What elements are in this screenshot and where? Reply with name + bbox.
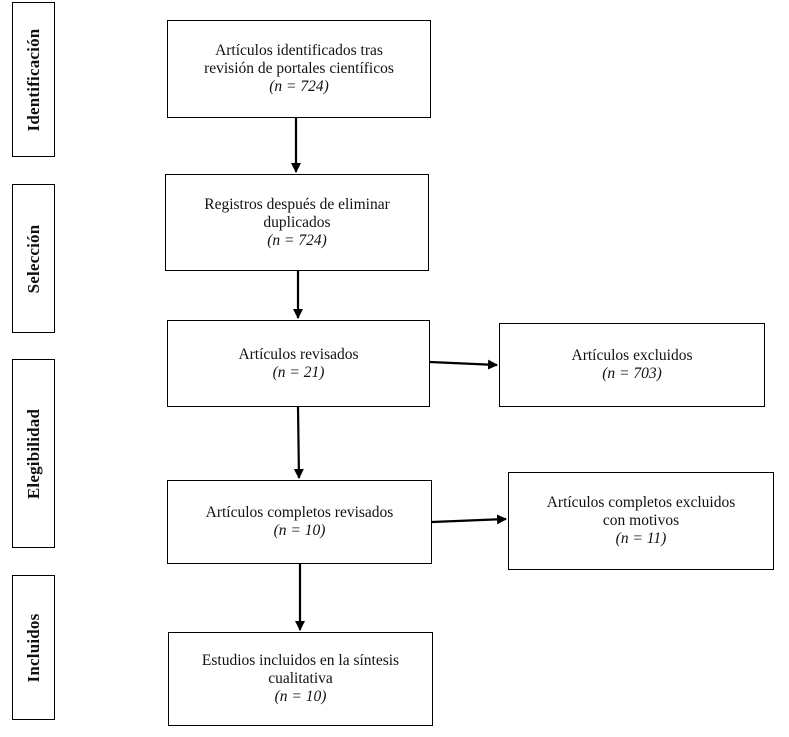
box-identified: Artículos identificados tras revisión de… bbox=[167, 20, 431, 118]
stage-identification: Identificación bbox=[12, 2, 55, 157]
box-full-reviewed-count: (n = 10) bbox=[273, 522, 326, 539]
box-full-reviewed-line1: Artículos completos revisados bbox=[205, 504, 394, 521]
box-reviewed-count: (n = 21) bbox=[272, 363, 325, 381]
box-included: Estudios incluidos en la síntesis cualit… bbox=[168, 632, 433, 726]
box-full-excluded-line1: Artículos completos excluidos bbox=[546, 494, 736, 511]
stage-eligibility: Elegibilidad bbox=[12, 359, 55, 548]
box-after-duplicates-line1: Registros después de eliminar bbox=[204, 195, 390, 213]
box-reviewed-line1: Artículos revisados bbox=[238, 345, 359, 363]
stage-included-label: Incluidos bbox=[23, 613, 43, 682]
stage-identification-label: Identificación bbox=[23, 28, 43, 131]
stage-selection-label: Selección bbox=[23, 224, 43, 293]
stage-eligibility-label: Elegibilidad bbox=[23, 408, 43, 499]
box-full-excluded-line2: con motivos bbox=[602, 512, 680, 529]
stage-selection: Selección bbox=[12, 184, 55, 333]
stage-included: Incluidos bbox=[12, 575, 55, 720]
box-included-count: (n = 10) bbox=[274, 688, 327, 705]
arrow-reviewed-to-excluded bbox=[429, 359, 498, 370]
box-full-excluded-count: (n = 11) bbox=[615, 530, 667, 547]
box-identified-count: (n = 724) bbox=[269, 78, 329, 95]
box-identified-line1: Artículos identificados tras bbox=[215, 42, 383, 59]
box-excluded-count: (n = 703) bbox=[602, 365, 662, 382]
box-full-excluded: Artículos completos excluidos con motivo… bbox=[508, 472, 774, 570]
box-after-duplicates-line2: duplicados bbox=[263, 213, 331, 231]
arrow-reviewed-to-full-reviewed bbox=[293, 406, 304, 479]
box-full-reviewed: Artículos completos revisados (n = 10) bbox=[167, 480, 432, 564]
box-reviewed: Artículos revisados (n = 21) bbox=[167, 320, 430, 407]
box-excluded: Artículos excluidos (n = 703) bbox=[499, 323, 765, 407]
box-after-duplicates: Registros después de eliminar duplicados… bbox=[165, 174, 429, 271]
arrow-full-reviewed-to-full-excluded bbox=[431, 514, 507, 525]
box-included-line1: Estudios incluidos en la síntesis bbox=[201, 652, 400, 669]
box-identified-line2: revisión de portales científicos bbox=[204, 60, 394, 77]
box-included-line2: cualitativa bbox=[268, 670, 333, 687]
box-excluded-line1: Artículos excluidos bbox=[571, 347, 693, 364]
box-after-duplicates-count: (n = 724) bbox=[267, 231, 327, 249]
